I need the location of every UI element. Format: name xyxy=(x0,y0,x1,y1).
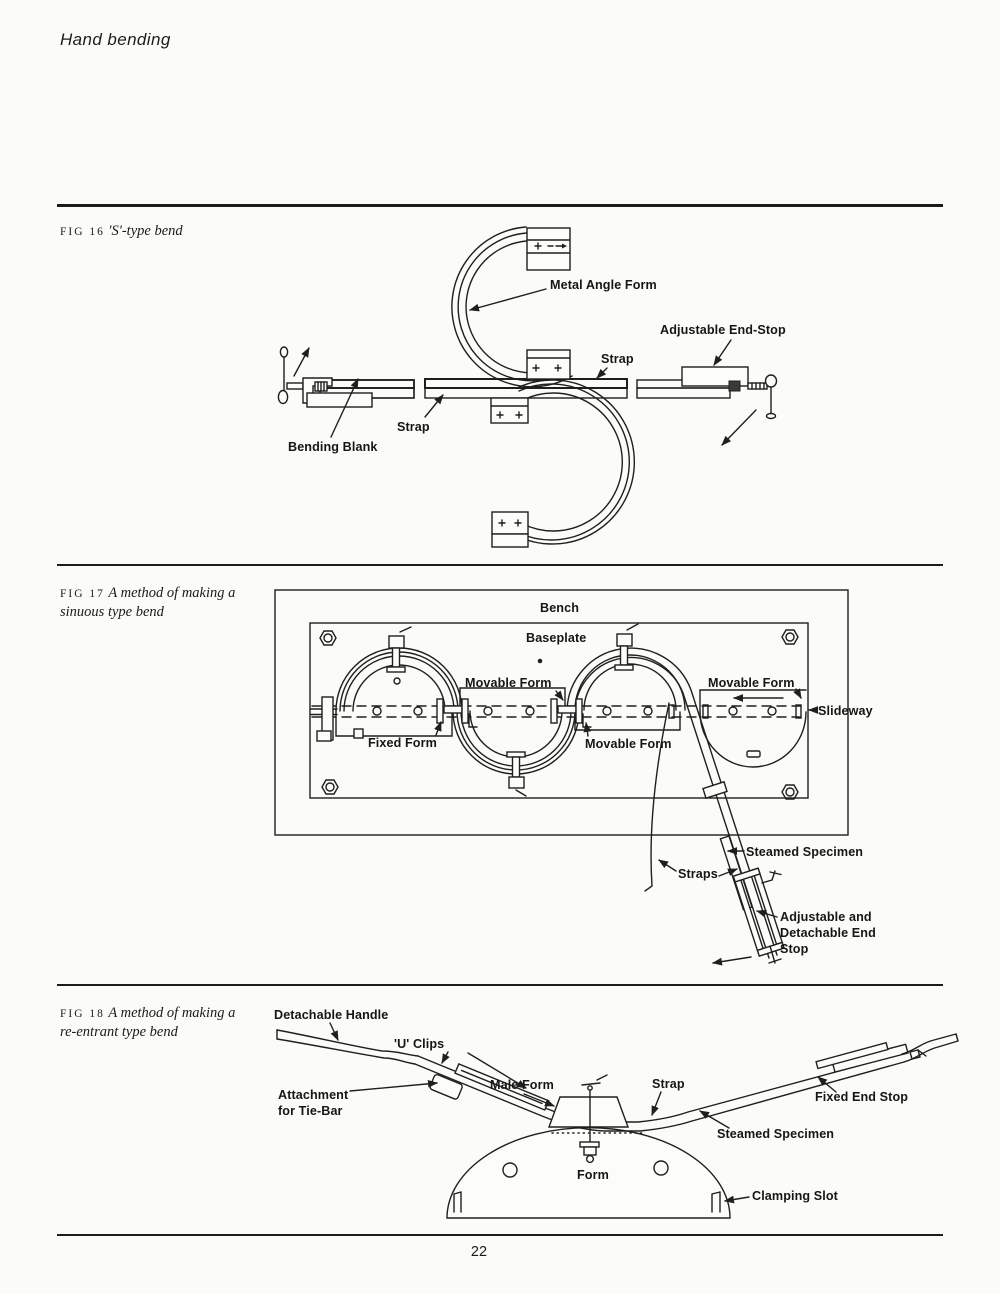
fig16-number: FIG 16 xyxy=(60,226,105,238)
fig17-right-form xyxy=(699,689,807,768)
label-u-clips: 'U' Clips xyxy=(394,1037,445,1051)
fig18-leaders xyxy=(329,1022,837,1204)
section-divider-3 xyxy=(57,984,943,986)
label-movable-form-right: Movable Form xyxy=(708,676,795,690)
label-attachment-tie-bar: Attachment for Tie-Bar xyxy=(278,1087,348,1119)
page-number: 22 xyxy=(470,1244,488,1260)
end-stop-line1: Adjustable and xyxy=(780,910,872,924)
label-baseplate: Baseplate xyxy=(526,631,587,645)
label-bending-blank: Bending Blank xyxy=(288,440,378,454)
page-header: Hand bending xyxy=(60,30,171,49)
fig16-leaders xyxy=(330,288,732,438)
fig16-title: 'S'-type bend xyxy=(108,223,183,239)
label-bench: Bench xyxy=(540,601,579,615)
label-adjustable-end-stop: Adjustable End-Stop xyxy=(660,323,786,337)
end-stop-line2: Detachable End xyxy=(780,926,876,940)
fig16-lower-form xyxy=(490,379,636,548)
fig17-clamps xyxy=(386,623,639,797)
fig17-title-line2: sinuous type bend xyxy=(60,604,164,620)
label-straps: Straps xyxy=(678,867,718,881)
fig17-corner-bolts xyxy=(319,629,799,800)
label-steamed-specimen-17: Steamed Specimen xyxy=(746,845,864,859)
fig17-free-strap xyxy=(644,702,670,892)
fig18-drawing xyxy=(276,1022,959,1219)
label-strap-18: Strap xyxy=(652,1077,685,1091)
fig16-caption: FIG 16 'S'-type bend xyxy=(60,222,183,241)
fig17-drawing xyxy=(274,589,849,966)
fig17-fixed-form-plate xyxy=(335,710,453,737)
end-stop-line3: Stop xyxy=(780,942,809,956)
fig17-center-mark xyxy=(537,658,543,664)
label-male-form: Male Form xyxy=(490,1078,554,1092)
label-adjustable-detachable-end-stop: Adjustable and Detachable End Stop xyxy=(780,909,876,957)
fig18-left-handle xyxy=(276,1029,419,1065)
attachment-line1: Attachment xyxy=(278,1088,349,1102)
label-movable-form-top: Movable Form xyxy=(465,676,552,690)
fig16-arrow-up xyxy=(293,347,310,377)
fig17-leaders xyxy=(434,688,818,918)
fig16-left-clamp xyxy=(277,346,373,408)
label-strap-top: Strap xyxy=(601,352,634,366)
section-divider-1 xyxy=(57,204,943,207)
fig17-bench-outline xyxy=(274,589,849,836)
fig18-fixed-end-stop xyxy=(815,1041,927,1073)
fig18-title-line2: re-entrant type bend xyxy=(60,1024,178,1040)
fig17-diagonal-hardware xyxy=(702,780,785,966)
fig16-upper-form xyxy=(451,226,573,388)
label-detachable-handle: Detachable Handle xyxy=(274,1008,389,1022)
fig16-end-stop xyxy=(681,366,778,420)
fig18-title-line1: A method of making a xyxy=(108,1005,236,1021)
section-divider-4 xyxy=(57,1234,943,1236)
fig17-left-bracket xyxy=(310,696,364,742)
attachment-line2: for Tie-Bar xyxy=(278,1104,343,1118)
section-divider-2 xyxy=(57,564,943,566)
fig18-form-outline xyxy=(446,1127,731,1219)
label-slideway: Slideway xyxy=(818,704,873,718)
label-strap-bottom: Strap xyxy=(397,420,430,434)
label-form: Form xyxy=(577,1168,609,1182)
label-fixed-end-stop: Fixed End Stop xyxy=(815,1090,909,1104)
fig17-caption: FIG 17 A method of making a sinuous type… xyxy=(60,584,235,621)
label-clamping-slot: Clamping Slot xyxy=(752,1189,838,1203)
label-metal-angle-form: Metal Angle Form xyxy=(550,278,657,292)
label-steamed-specimen-18: Steamed Specimen xyxy=(717,1127,835,1141)
label-fixed-form: Fixed Form xyxy=(368,736,437,750)
fig16-arrow-down xyxy=(721,409,757,446)
fig17-movable-form-plate-mid xyxy=(574,711,681,731)
label-movable-form-mid: Movable Form xyxy=(585,737,672,751)
fig17-number: FIG 17 xyxy=(60,588,105,600)
fig18-u-clip-assembly xyxy=(429,1063,550,1111)
fig18-number: FIG 18 xyxy=(60,1008,105,1020)
fig16-drawing xyxy=(277,226,778,548)
fig18-caption: FIG 18 A method of making a re-entrant t… xyxy=(60,1004,235,1041)
fig18-male-form xyxy=(547,1074,630,1164)
fig18-form-details xyxy=(453,1160,721,1213)
fig18-right-handle xyxy=(901,1033,959,1063)
fig17-title-line1: A method of making a xyxy=(108,585,236,601)
